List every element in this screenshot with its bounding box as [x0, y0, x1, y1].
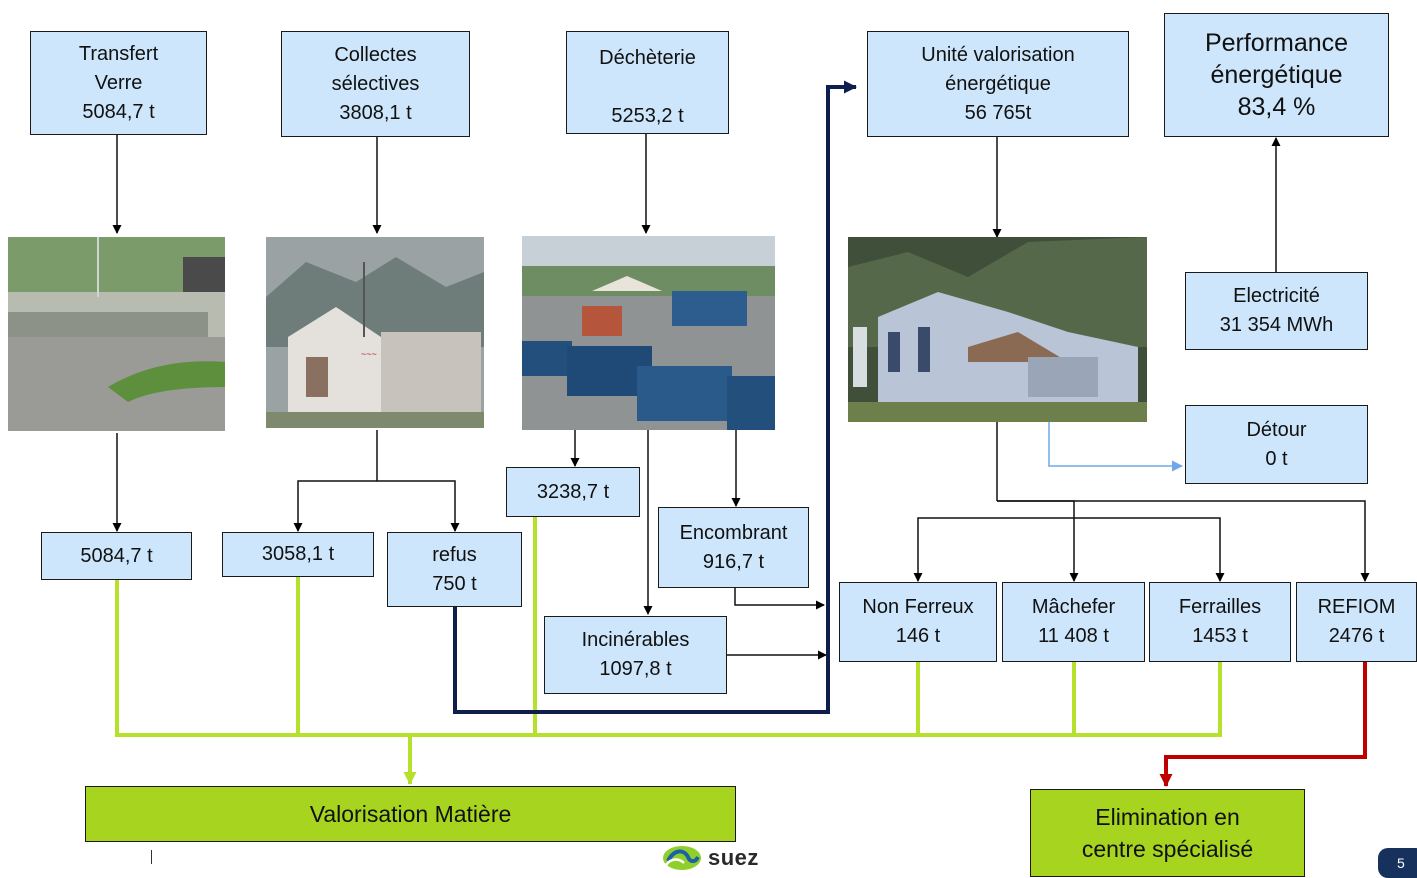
box-incinerables: Incinérables 1097,8 t [544, 616, 727, 694]
suez-logo: suez [662, 845, 759, 871]
suez-logo-text: suez [708, 845, 759, 870]
box-uve: Unité valorisation énergétique 56 765t [867, 31, 1129, 137]
black-arrows [112, 134, 1370, 660]
box-encombrant: Encombrant 916,7 t [658, 507, 809, 588]
box-verre-out: 5084,7 t [41, 532, 192, 580]
photo-transfert-verre [8, 237, 225, 431]
box-elimination: Elimination en centre spécialisé [1030, 789, 1305, 877]
box-non-ferreux: Non Ferreux 146 t [839, 582, 997, 662]
photo-decheterie [522, 236, 775, 430]
suez-logo-icon [663, 846, 701, 870]
box-transfert-verre: Transfert Verre 5084,7 t [30, 31, 207, 135]
valorisation-lines [115, 517, 1222, 785]
box-refus: refus 750 t [387, 532, 522, 607]
box-collectes-out: 3058,1 t [222, 532, 374, 577]
box-detour: Détour 0 t [1185, 405, 1368, 484]
refiom-to-elimination-line [1159, 662, 1367, 787]
box-machefer: Mâchefer 11 408 t [1002, 582, 1145, 662]
box-valorisation-matiere: Valorisation Matière [85, 786, 736, 842]
box-ferrailles: Ferrailles 1453 t [1149, 582, 1291, 662]
refus-to-uve-line [453, 80, 857, 714]
box-performance: Performance énergétique 83,4 % [1164, 13, 1389, 137]
footer-separator [151, 850, 152, 864]
detour-line [1048, 422, 1183, 472]
box-decheterie: Déchèterie 5253,2 t [566, 31, 729, 134]
box-collectes-selectives: Collectes sélectives 3808,1 t [281, 31, 470, 137]
box-decheterie-out: 3238,7 t [506, 467, 640, 517]
photo-uve [848, 237, 1147, 422]
page-number: 5 [1378, 848, 1417, 878]
svg-text:~~~: ~~~ [361, 349, 377, 359]
box-electricite: Electricité 31 354 MWh [1185, 272, 1368, 350]
box-refiom: REFIOM 2476 t [1296, 582, 1417, 662]
photo-collectes: ~~~ [266, 237, 484, 428]
